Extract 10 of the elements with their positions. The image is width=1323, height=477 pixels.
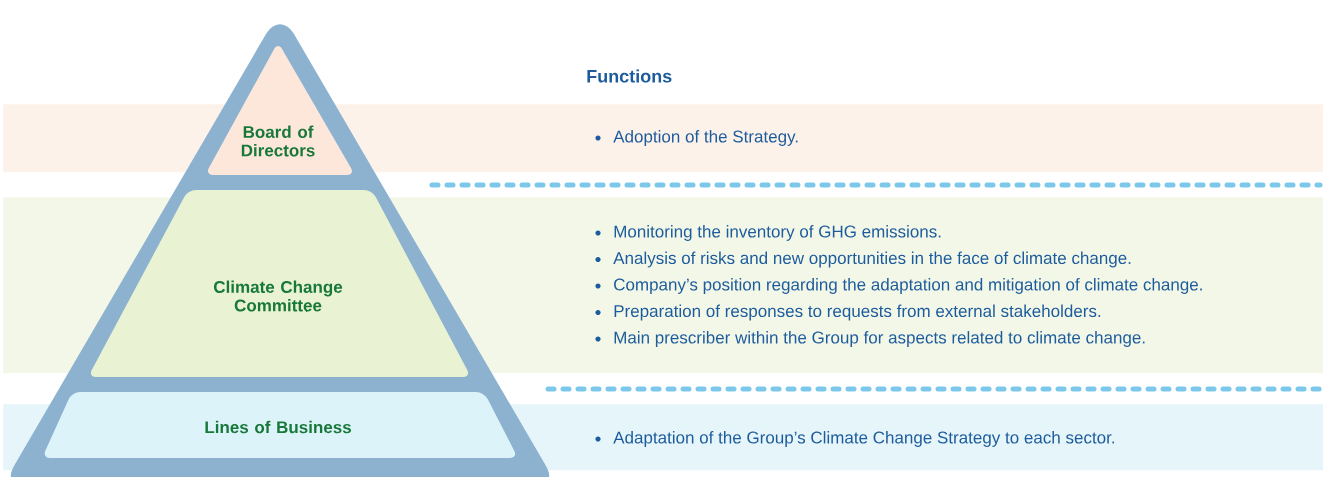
pyramid-level: Board of Directors	[208, 46, 352, 175]
bullet-item: Monitoring the inventory of GHG emissions.	[595, 225, 941, 241]
bullet-item: Adoption of the Strategy.	[595, 130, 798, 146]
bullet-item: Preparation of responses to requests from external stakeholders.	[595, 304, 1101, 321]
column-heading: Functions	[587, 69, 672, 83]
pyramid-level: Lines of Business	[44, 392, 516, 458]
bullet-item: Adaptation of the Group’s Climate Change Strategy to each sector.	[595, 431, 1115, 447]
bullet-item: Main prescriber within the Group for aspects related to climate change.	[595, 331, 1145, 347]
bullet-item: Company’s position regarding the adaptation and mitigation of climate change.	[595, 278, 1202, 294]
bullet-item: Analysis of risks and new opportunities in the face of climate change.	[595, 251, 1131, 268]
